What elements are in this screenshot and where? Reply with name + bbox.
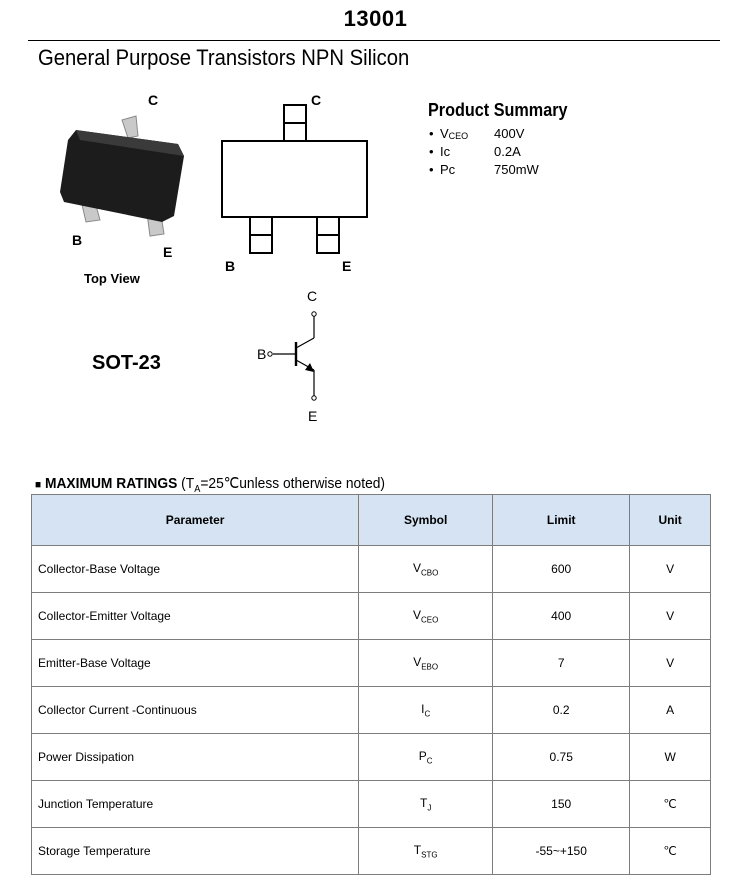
max-ratings-title: MAXIMUM RATINGS — [44, 475, 178, 492]
schematic-label-e: E — [308, 408, 318, 424]
parameter-cell: Collector Current -Continuous — [30, 686, 360, 734]
npn-transistor-symbol — [267, 311, 317, 401]
limit-cell: 600 — [492, 545, 631, 593]
symbol-cell: PC — [358, 733, 494, 781]
parameter-cell: Emitter-Base Voltage — [30, 639, 360, 687]
limit-cell: 7 — [492, 639, 631, 687]
summary-row-ic: • Ic 0.2A — [429, 144, 629, 160]
schematic-label-c: C — [307, 288, 318, 304]
table-row: Collector-Emitter Voltage VCEO 400 V — [30, 592, 711, 640]
symbol-cell: TJ — [358, 780, 494, 828]
pin-label-e-outline: E — [342, 258, 352, 274]
document-subtitle: General Purpose Transistors NPN Silicon — [38, 45, 410, 70]
summary-value: 400V — [494, 126, 525, 141]
symbol-cell: TSTG — [358, 827, 494, 875]
column-header-unit: Unit — [629, 494, 711, 546]
table-row: Power Dissipation PC 0.75 W — [30, 733, 711, 781]
part-number: 13001 — [343, 6, 408, 31]
limit-cell: -55~+150 — [492, 827, 631, 875]
product-summary-title: Product Summary — [428, 100, 568, 120]
package-3d-illustration — [60, 115, 184, 237]
title-divider — [28, 40, 720, 41]
limit-cell: 400 — [492, 592, 631, 640]
package-outline-drawing — [221, 104, 368, 254]
parameter-cell: Junction Temperature — [30, 780, 360, 828]
limit-cell: 0.75 — [492, 733, 631, 781]
table-row: Collector Current -Continuous IC 0.2 A — [30, 686, 711, 734]
unit-cell: ℃ — [629, 780, 711, 828]
summary-row-vceo: • VCEO 400V — [429, 126, 629, 142]
limit-cell: 150 — [492, 780, 631, 828]
symbol-cell: VCBO — [358, 545, 494, 593]
square-bullet-icon: ■ — [35, 479, 42, 491]
unit-cell: V — [629, 545, 711, 593]
pin-label-b-outline: B — [225, 258, 236, 274]
bullet-icon: • — [429, 144, 434, 159]
schematic-label-b: B — [257, 346, 267, 362]
table-row: Emitter-Base Voltage VEBO 7 V — [30, 639, 711, 687]
summary-symbol: VCEO — [440, 126, 469, 141]
max-ratings-table: Parameter Symbol Limit Unit Collector-Ba… — [30, 494, 711, 875]
pin-label-c-outline: C — [311, 92, 322, 108]
symbol-cell: VEBO — [358, 639, 494, 687]
unit-cell: A — [629, 686, 711, 734]
bullet-icon: • — [429, 162, 434, 177]
summary-value: 0.2A — [494, 144, 521, 159]
pin-label-b-3d: B — [72, 232, 83, 248]
unit-cell: ℃ — [629, 827, 711, 875]
table-row: Storage Temperature TSTG -55~+150 ℃ — [30, 827, 711, 875]
column-header-parameter: Parameter — [30, 494, 360, 546]
table-row: Collector-Base Voltage VCBO 600 V — [30, 545, 711, 593]
package-name: SOT-23 — [92, 352, 161, 374]
summary-symbol: Pc — [440, 162, 456, 177]
parameter-cell: Storage Temperature — [30, 827, 360, 875]
summary-symbol: Ic — [440, 144, 451, 159]
summary-row-pc: • Pc 750mW — [429, 162, 629, 178]
column-header-limit: Limit — [492, 494, 631, 546]
pin-label-c-3d: C — [148, 92, 159, 108]
table-header-row: Parameter Symbol Limit Unit — [30, 494, 711, 546]
parameter-cell: Power Dissipation — [30, 733, 360, 781]
pin-label-e-3d: E — [163, 244, 173, 260]
limit-cell: 0.2 — [492, 686, 631, 734]
column-header-symbol: Symbol — [358, 494, 494, 546]
summary-value: 750mW — [494, 162, 539, 177]
unit-cell: V — [629, 639, 711, 687]
unit-cell: V — [629, 592, 711, 640]
top-view-label: Top View — [84, 271, 140, 286]
parameter-cell: Collector-Base Voltage — [30, 545, 360, 593]
unit-cell: W — [629, 733, 711, 781]
max-ratings-condition: (TA=25℃unless otherwise noted) — [181, 475, 386, 495]
bullet-icon: • — [429, 126, 434, 141]
parameter-cell: Collector-Emitter Voltage — [30, 592, 360, 640]
symbol-cell: IC — [358, 686, 494, 734]
max-ratings-heading: ■ MAXIMUM RATINGS (TA=25℃unless otherwis… — [35, 474, 385, 495]
symbol-cell: VCEO — [358, 592, 494, 640]
table-row: Junction Temperature TJ 150 ℃ — [30, 780, 711, 828]
